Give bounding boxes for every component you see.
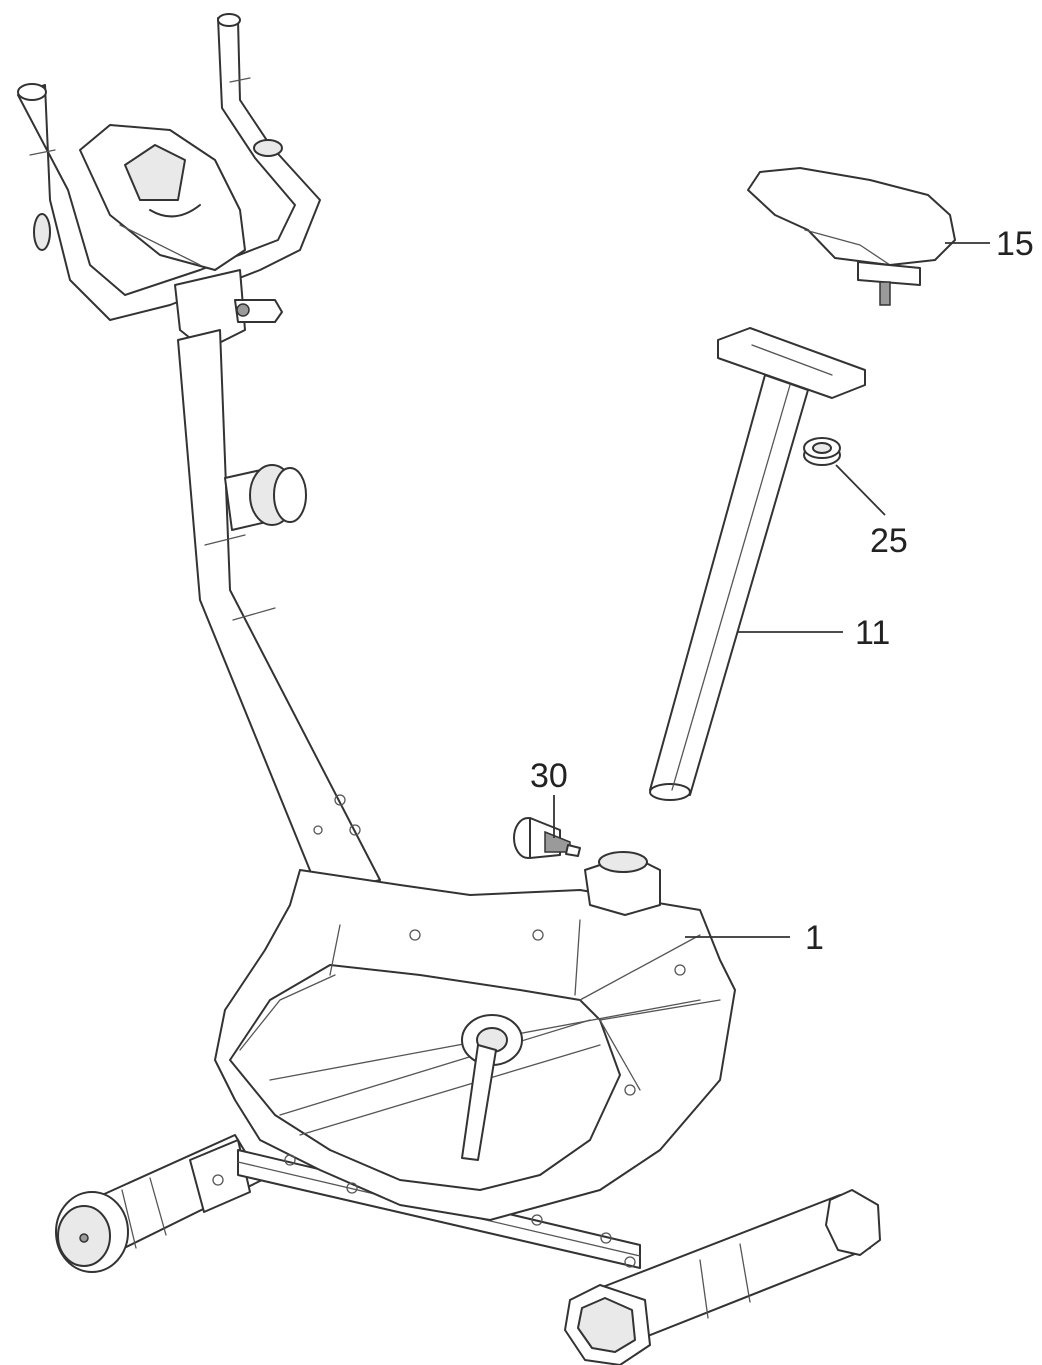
upright-post	[177, 329, 381, 896]
handlebar	[17, 13, 321, 321]
handlebar-clamp	[174, 269, 283, 351]
console	[79, 124, 246, 271]
rear-stabilizer	[564, 1189, 881, 1365]
part-label-30: 30	[530, 757, 568, 795]
part-label-1: 1	[805, 919, 824, 957]
part-label-25: 25	[870, 522, 908, 560]
part-11-seat-post	[649, 327, 866, 801]
leader-lines	[553, 242, 990, 938]
front-stabilizer	[55, 1134, 263, 1273]
main-frame-body	[214, 851, 736, 1226]
part-label-11: 11	[855, 614, 890, 652]
part-15-saddle	[747, 167, 956, 306]
tension-knob	[224, 464, 307, 531]
part-25-seat-post-knob	[803, 437, 841, 466]
part-label-15: 15	[996, 225, 1034, 263]
part-labels: 15 25 11 30 1	[530, 225, 1034, 957]
leader-line-25	[835, 464, 886, 516]
part-30-adjustment-knob	[513, 817, 581, 859]
